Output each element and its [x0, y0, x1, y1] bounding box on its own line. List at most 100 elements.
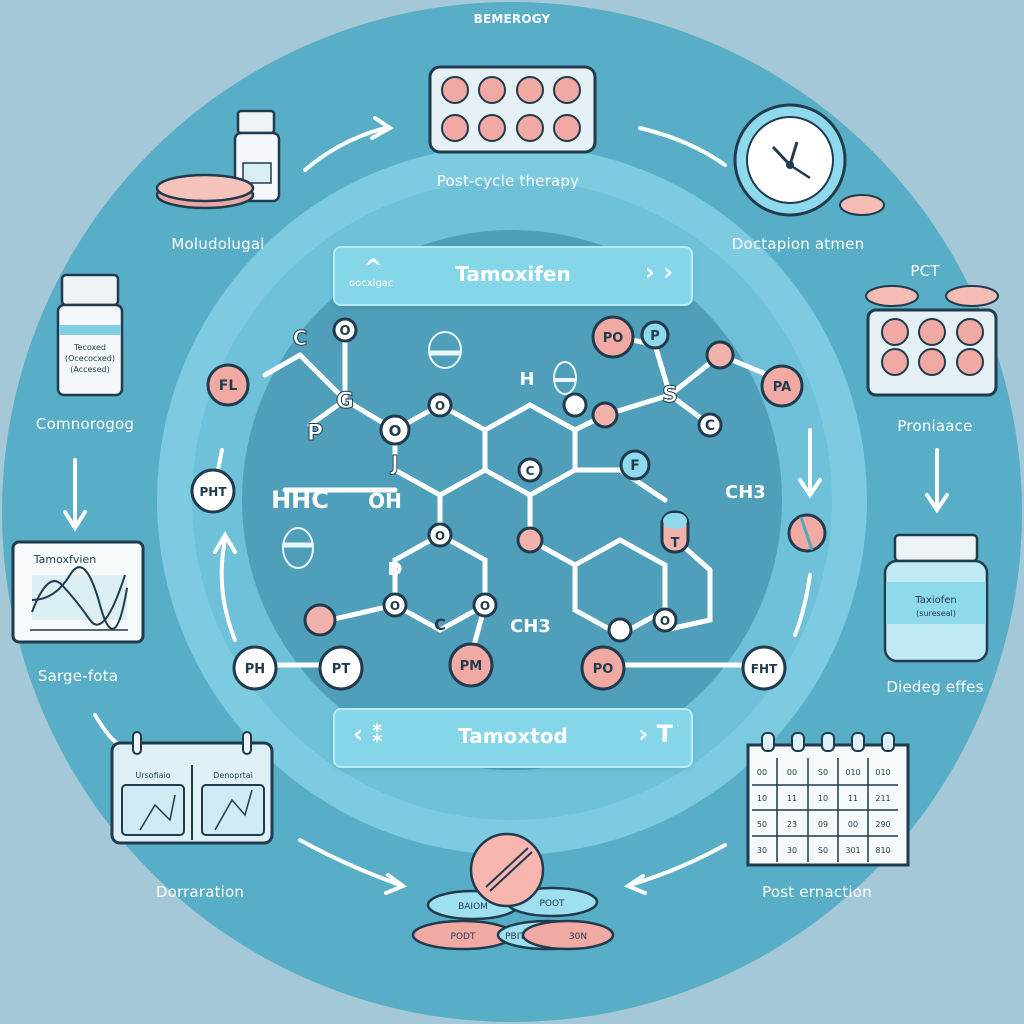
medicine-jar-icon [883, 533, 989, 663]
node-label: PO [593, 662, 614, 677]
atom-label: C [705, 418, 715, 434]
atom-label: O [389, 422, 402, 440]
blister-pack-top-icon [428, 65, 597, 154]
vial-label-line: (Accesed) [70, 365, 109, 374]
arrow-top-right [638, 126, 727, 167]
calendar-cell: 10 [757, 794, 767, 803]
arrowhead-icon [798, 478, 822, 499]
clock-icon [733, 103, 885, 217]
calendar-cell: 010 [845, 768, 860, 777]
calendar-cell: 211 [875, 794, 890, 803]
atom-label: FL [219, 378, 238, 394]
arrow-inner-right-lower [793, 573, 812, 637]
atom-label: O [435, 529, 445, 543]
pill-label: 30N [569, 932, 587, 942]
arrowhead-icon [925, 493, 949, 514]
calendar-cell: 10 [818, 794, 828, 803]
calendar-cell: 11 [787, 794, 797, 803]
chart-card-icon [11, 540, 145, 644]
blister-pack-right-icon [865, 285, 999, 397]
atom-label: CH3 [725, 482, 766, 503]
molecule-nodes [190, 315, 827, 691]
calendar-panel-label: Denoprtai [213, 771, 253, 780]
atom-label: PO [603, 331, 624, 346]
chevron-right-icon: › › [644, 258, 673, 286]
calendar-cell: 30 [787, 846, 797, 855]
arrowhead-icon [370, 116, 394, 140]
atom-label: S [662, 383, 678, 408]
label-proniaace: Proniaace [897, 417, 973, 435]
label-comnorogog: Comnorogog [35, 415, 135, 433]
decorative-capsule-icons [282, 331, 577, 569]
arrow-bottom-left [298, 838, 402, 887]
arrowhead-icon [384, 873, 408, 895]
atom-label: PM [460, 659, 482, 674]
molecule-atoms [303, 317, 735, 643]
banner-title: Tamoxtod [458, 724, 568, 748]
arrowhead-icon [623, 874, 647, 895]
atom-label: P [307, 421, 323, 446]
pill-label: PBIT [505, 932, 525, 942]
chart-card-title: Tamoxfvien [33, 553, 96, 566]
atom-label: P [650, 329, 660, 344]
vial-icon [56, 273, 124, 397]
atom-label: F [630, 458, 640, 474]
calendar-cell: S0 [818, 768, 828, 777]
atom-label: O [435, 399, 445, 413]
calendar-cell: 010 [875, 768, 890, 777]
arrowhead-icon [63, 510, 87, 532]
arrow-inner-left-upper [216, 448, 224, 472]
label-sargefota: Sarge-fota [37, 667, 119, 685]
atom-label: O [660, 614, 670, 628]
label-post-ernaction: Post ernaction [762, 883, 872, 901]
chevron-up-icon: ^ [363, 254, 384, 282]
node-label: PT [332, 662, 351, 677]
calendar-panel-label: Ursofiaio [135, 771, 170, 780]
atom-label: D [388, 559, 403, 580]
banner-subtitle: oocxigac [349, 278, 394, 289]
tamoxtod-banner[interactable]: ‹ ⁑ Tamoxtod › T [333, 708, 693, 768]
vial-label-line: Tecoxed [73, 343, 106, 352]
jar-label-line: Taxiofen [914, 595, 956, 606]
top-title: BEMEROGY [473, 12, 551, 26]
atom-label: O [390, 599, 400, 613]
pill-label: PODT [451, 932, 476, 942]
label-pct: PCT [910, 262, 940, 280]
calendar-grid-icon [746, 732, 910, 867]
calendar-cell: 50 [757, 820, 767, 829]
label-diedeg-effes: Diedeg effes [886, 678, 984, 696]
calendar-cell: S0 [818, 846, 828, 855]
atom-label: H [519, 369, 534, 390]
pill-label: BAIOM [458, 902, 488, 912]
label-doctapion-atmen: Doctapion atmen [731, 235, 865, 253]
atom-label: O [339, 324, 350, 339]
atom-label: J [389, 451, 398, 475]
node-label: PHT [199, 485, 227, 499]
calendar-cell: 301 [845, 846, 860, 855]
atom-label: O [480, 599, 490, 613]
calendar-charts-icon [110, 731, 274, 845]
calendar-cell: 00 [787, 768, 797, 777]
arrow-bottom-right [628, 843, 727, 887]
cycle-arrows [63, 116, 949, 895]
tamoxifen-banner[interactable]: ^ oocxigac Tamoxifen › › [333, 246, 693, 306]
calendar-cell: 11 [848, 794, 858, 803]
atom-label: G [336, 389, 354, 414]
atom-label: C [526, 464, 535, 478]
arrow-inner-left [219, 538, 237, 642]
atom-label: T [671, 536, 680, 551]
label-post-cycle-therapy: Post-cycle therapy [436, 172, 580, 190]
pill-stack-icon [411, 832, 615, 951]
pill-label: POOT [539, 899, 565, 909]
label-moludolugal: Moludolugal [171, 235, 265, 253]
arrow-top-left [303, 126, 387, 172]
label-dorraration: Dorraration [155, 883, 245, 901]
calendar-cell: 00 [757, 768, 767, 777]
calendar-cell: 290 [875, 820, 890, 829]
chevron-right-icon: › T [638, 720, 673, 748]
atom-label: HHC [271, 486, 329, 514]
vial-label-line: (Ocecocxed) [65, 354, 115, 363]
